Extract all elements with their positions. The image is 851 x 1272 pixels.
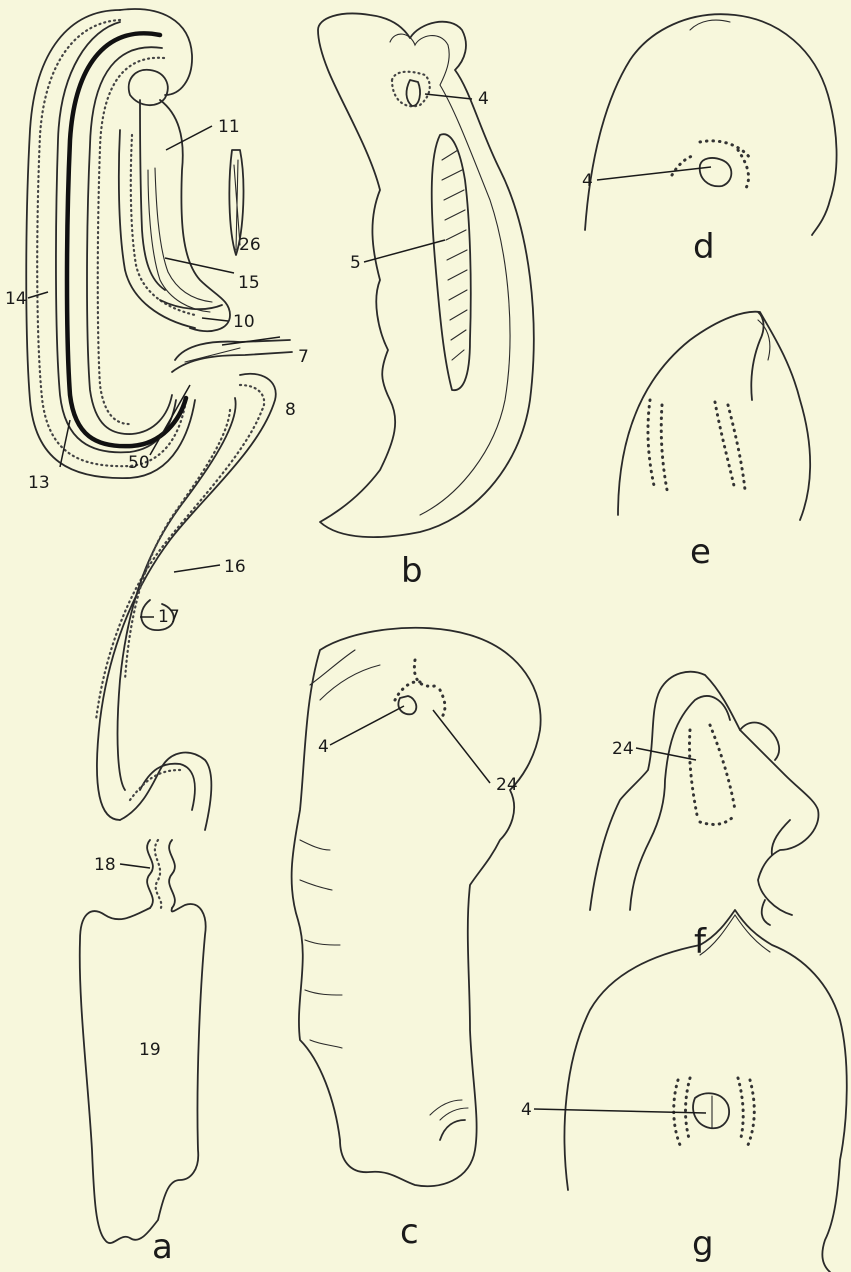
label-24: 24 (612, 739, 634, 759)
figure-d-labels: 4 (582, 171, 593, 191)
label-4: 4 (582, 171, 593, 191)
panel-letter-a: a (152, 1227, 173, 1267)
panel-letter-f: f (694, 922, 707, 962)
label-13: 13 (28, 473, 50, 493)
label-11: 11 (218, 117, 240, 137)
leader-lines (28, 94, 711, 1113)
figure-b-labels: 4 5 (350, 89, 489, 273)
figure-g-labels: 4 (521, 1100, 532, 1120)
label-7: 7 (298, 347, 309, 367)
label-5: 5 (350, 253, 361, 273)
label-17: 17 (158, 607, 180, 627)
panel-letter-b: b (401, 551, 423, 591)
label-50: 50 (128, 453, 150, 473)
figure-b-specimen (318, 13, 534, 537)
label-4: 4 (478, 89, 489, 109)
figure-f-labels: 24 (612, 739, 634, 759)
label-16: 16 (224, 557, 246, 577)
panel-letter-e: e (690, 532, 711, 572)
label-24: 24 (496, 775, 518, 795)
figure-c-specimen (292, 628, 541, 1186)
panel-letter-d: d (693, 227, 715, 267)
label-26: 26 (239, 235, 261, 255)
figure-c-labels: 4 24 (318, 737, 518, 795)
panel-letter-c: c (400, 1212, 419, 1252)
label-14: 14 (5, 289, 27, 309)
figure-a-labels: 11 26 15 14 10 7 8 50 13 16 17 18 19 (5, 117, 309, 1060)
label-4: 4 (521, 1100, 532, 1120)
panel-letter-g: g (692, 1224, 714, 1264)
figure-f-specimen (590, 672, 818, 925)
label-15: 15 (238, 273, 260, 293)
label-10: 10 (233, 312, 255, 332)
label-4: 4 (318, 737, 329, 757)
label-18: 18 (94, 855, 116, 875)
label-8: 8 (285, 400, 296, 420)
figure-d-specimen (585, 14, 837, 235)
label-19: 19 (139, 1040, 161, 1060)
figure-e-specimen (618, 312, 810, 520)
figure-g-specimen (564, 910, 846, 1272)
